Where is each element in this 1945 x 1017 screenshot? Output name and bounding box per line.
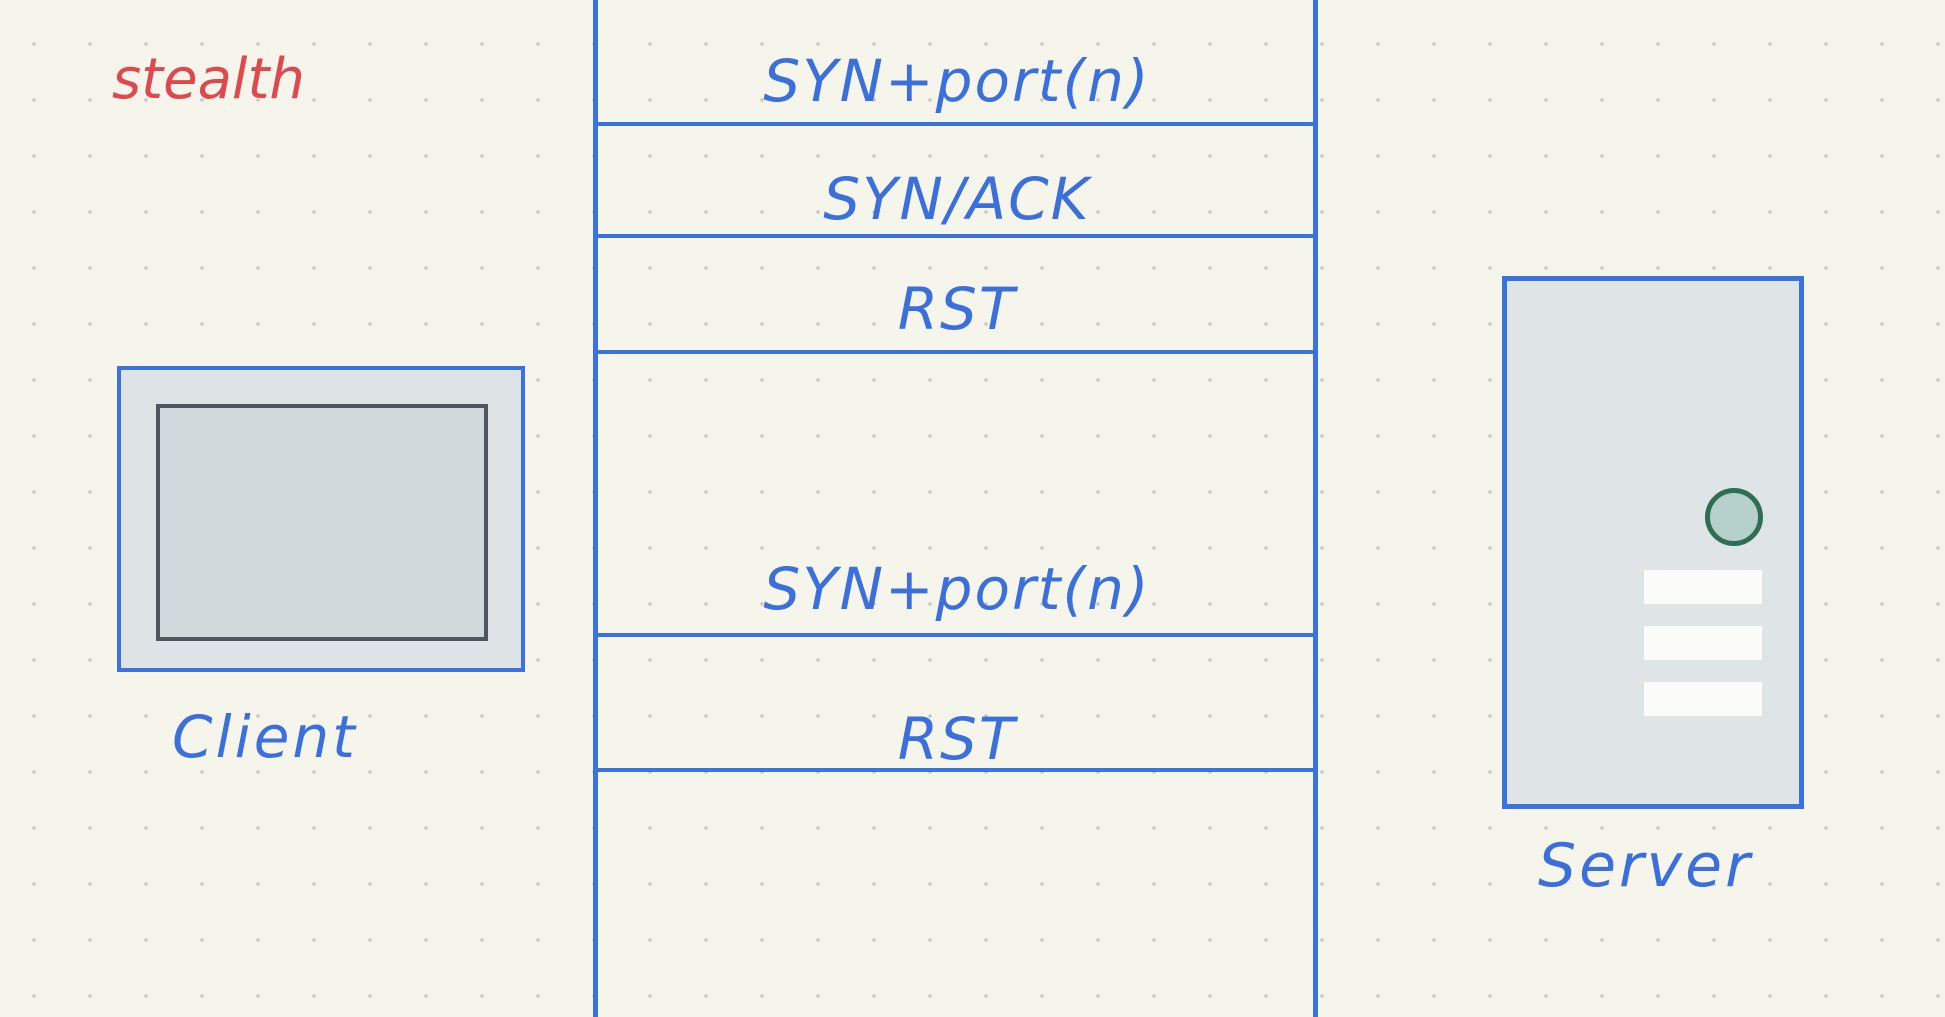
server-label: Server xyxy=(1538,831,1753,901)
server-power-led-icon xyxy=(1705,488,1763,546)
message-line-4 xyxy=(595,633,1315,637)
message-line-1 xyxy=(595,122,1315,126)
server-drive-slot xyxy=(1644,626,1762,660)
server-drive-slot xyxy=(1644,570,1762,604)
message-label-3: RST xyxy=(897,275,1017,343)
server-tower-icon xyxy=(1502,276,1804,809)
message-line-2 xyxy=(595,234,1315,238)
lane-right-border xyxy=(1313,0,1318,1017)
diagram-title: stealth xyxy=(112,47,305,112)
message-label-1: SYN+port(n) xyxy=(763,47,1151,115)
message-label-5: RST xyxy=(897,705,1017,773)
client-label: Client xyxy=(172,703,358,771)
message-line-3 xyxy=(595,350,1315,354)
lane-left-border xyxy=(593,0,598,1017)
client-screen xyxy=(156,404,488,641)
message-label-4: SYN+port(n) xyxy=(763,555,1151,623)
server-drive-slot xyxy=(1644,682,1762,716)
message-line-5 xyxy=(595,768,1315,772)
message-label-2: SYN/ACK xyxy=(823,165,1091,233)
